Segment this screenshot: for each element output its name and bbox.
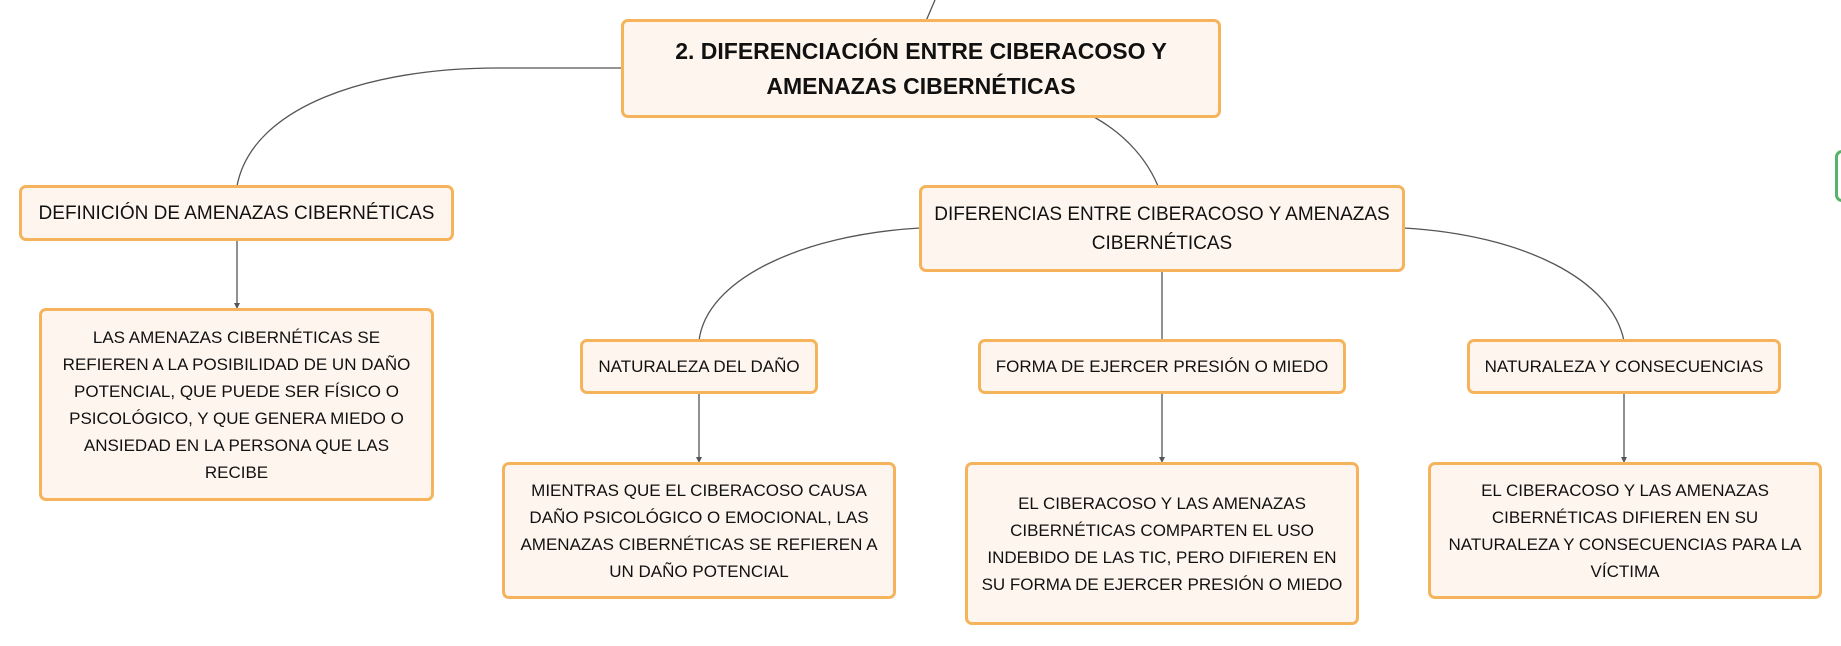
pressure-form-detail-node[interactable]: EL CIBERACOSO Y LAS AMENAZAS CIBERNÉTICA… bbox=[965, 462, 1359, 625]
differences-topic-node[interactable]: DIFERENCIAS ENTRE CIBERACOSO Y AMENAZAS … bbox=[919, 185, 1405, 272]
connector-root-to-definition bbox=[236, 67, 621, 187]
nature-consequences-detail-node[interactable]: EL CIBERACOSO Y LAS AMENAZAS CIBERNÉTICA… bbox=[1428, 462, 1822, 599]
nature-consequences-label: NATURALEZA Y CONSECUENCIAS bbox=[1484, 357, 1764, 376]
nature-consequences-detail-text: EL CIBERACOSO Y LAS AMENAZAS CIBERNÉTICA… bbox=[1448, 480, 1802, 581]
pressure-form-node[interactable]: FORMA DE EJERCER PRESIÓN O MIEDO bbox=[978, 339, 1346, 394]
pressure-form-detail-text: EL CIBERACOSO Y LAS AMENAZAS CIBERNÉTICA… bbox=[981, 493, 1343, 594]
differences-topic-label: DIFERENCIAS ENTRE CIBERACOSO Y AMENAZAS … bbox=[934, 203, 1390, 254]
harm-nature-node[interactable]: NATURALEZA DEL DAÑO bbox=[580, 339, 818, 394]
connector-differences-to-harm bbox=[698, 227, 921, 342]
harm-nature-label: NATURALEZA DEL DAÑO bbox=[598, 357, 800, 376]
central-topic-node[interactable]: 2. DIFERENCIACIÓN ENTRE CIBERACOSO Y AME… bbox=[621, 19, 1221, 118]
connector-differences-to-consequences bbox=[1403, 227, 1625, 342]
connector-root-to-differences bbox=[1093, 116, 1159, 187]
nature-consequences-node[interactable]: NATURALEZA Y CONSECUENCIAS bbox=[1467, 339, 1781, 394]
pressure-form-label: FORMA DE EJERCER PRESIÓN O MIEDO bbox=[995, 357, 1329, 376]
definition-topic-label: DEFINICIÓN DE AMENAZAS CIBERNÉTICAS bbox=[38, 202, 435, 224]
connector-parent-in bbox=[925, 0, 936, 22]
central-topic-line-2: AMENAZAS CIBERNÉTICAS bbox=[766, 72, 1076, 99]
harm-nature-detail-node[interactable]: MIENTRAS QUE EL CIBERACOSO CAUSA DAÑO PS… bbox=[502, 462, 896, 599]
harm-nature-detail-text: MIENTRAS QUE EL CIBERACOSO CAUSA DAÑO PS… bbox=[520, 480, 878, 581]
definition-detail-node[interactable]: LAS AMENAZAS CIBERNÉTICAS SE REFIEREN A … bbox=[39, 308, 434, 501]
offscreen-node-edge bbox=[1835, 150, 1841, 202]
definition-topic-node[interactable]: DEFINICIÓN DE AMENAZAS CIBERNÉTICAS bbox=[19, 185, 454, 241]
definition-detail-text: LAS AMENAZAS CIBERNÉTICAS SE REFIEREN A … bbox=[62, 327, 411, 482]
central-topic-line-1: 2. DIFERENCIACIÓN ENTRE CIBERACOSO Y bbox=[675, 37, 1167, 64]
